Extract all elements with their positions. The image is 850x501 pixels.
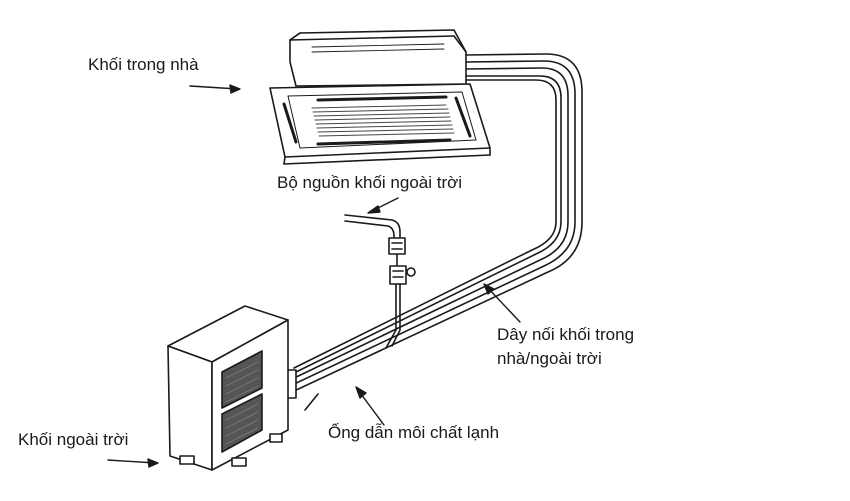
arrow-pipe — [355, 386, 385, 426]
label-indoor-unit: Khối trong nhà — [88, 55, 199, 74]
arrow-power — [367, 197, 399, 214]
power-supply-cable — [344, 214, 416, 349]
pipe-bundle — [289, 53, 583, 393]
label-connecting-wire-line2: nhà/ngoài trời — [497, 349, 602, 368]
arrows — [107, 84, 521, 468]
arrow-outdoor — [107, 458, 159, 468]
outdoor-unit — [167, 305, 289, 471]
label-refrigerant-pipe: Ống dẫn môi chất lạnh — [328, 423, 500, 442]
indoor-unit-panel — [269, 83, 491, 158]
outdoor-unit-grille-bottom — [221, 393, 263, 453]
label-connecting-wire-line1: Dây nối khối trong — [497, 325, 635, 344]
arrow-wire — [483, 283, 521, 323]
indoor-unit — [269, 29, 491, 165]
indoor-unit-grille — [311, 104, 455, 137]
label-connecting-wire: Dây nối khối trong nhà/ngoài trời — [497, 323, 634, 371]
label-outdoor-unit: Khối ngoài trời — [18, 430, 129, 449]
pipe-connectors — [285, 369, 319, 411]
arrow-indoor — [189, 84, 241, 94]
label-outdoor-power: Bộ nguồn khối ngoài trời — [277, 173, 463, 192]
